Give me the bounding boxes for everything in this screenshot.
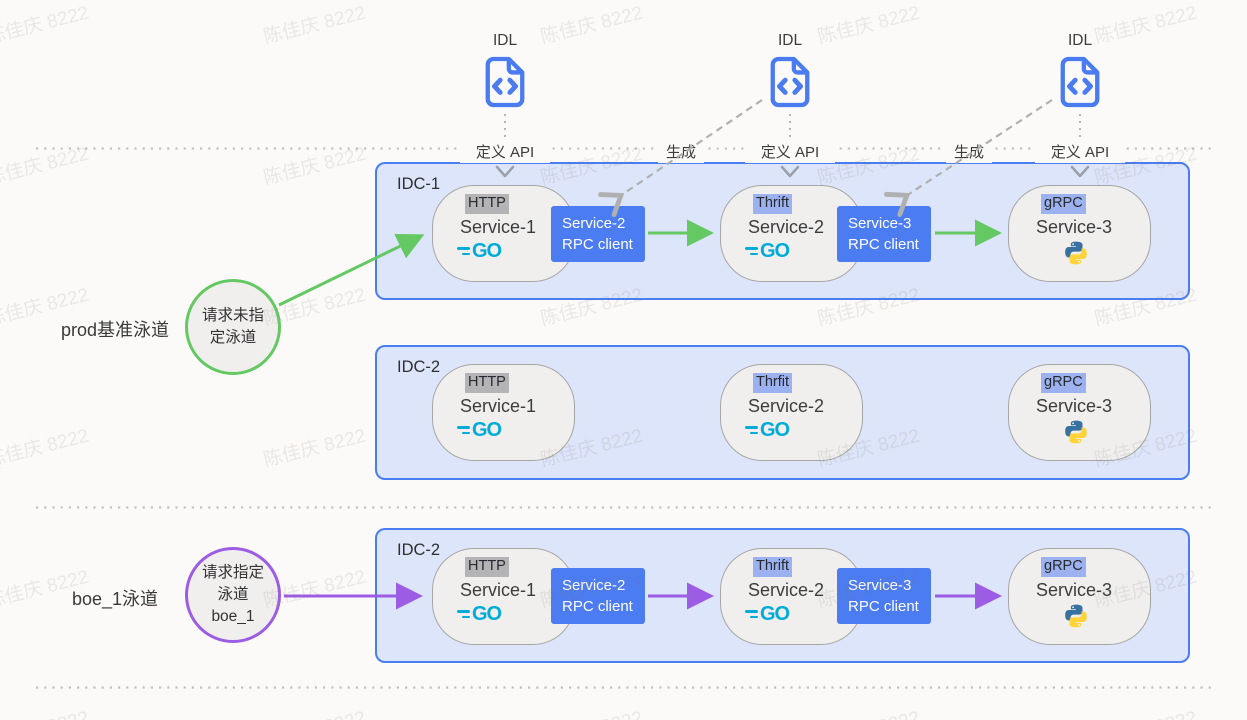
idl-file-icon <box>1060 56 1100 108</box>
service-name: Service-2 <box>748 216 825 237</box>
protocol-tag: Thrift <box>753 194 793 214</box>
rpc-client-box: Service-2 RPC client <box>551 206 645 262</box>
service-pill: gRPC Service-3 <box>1008 548 1151 645</box>
rpc-client-box: Service-3 RPC client <box>837 206 931 262</box>
idl-label-3: IDL <box>1067 32 1093 49</box>
rpc-client-line: RPC client <box>562 236 633 253</box>
rpc-client-line: RPC client <box>562 598 633 615</box>
go-logo: GO <box>457 419 502 442</box>
service-name: Service-3 <box>1036 216 1113 237</box>
service-pill: gRPC Service-3 <box>1008 185 1151 282</box>
code-icon <box>777 77 788 95</box>
go-logo: GO <box>457 603 502 626</box>
service-pill: HTTP Service-1 GO <box>432 364 575 461</box>
python-logo <box>1065 241 1087 264</box>
badge-line: 请求指定 <box>201 564 264 582</box>
service-pill: gRPC Service-3 <box>1008 364 1151 461</box>
service-name: Service-1 <box>460 579 537 600</box>
badge-line: boe_1 <box>211 607 255 625</box>
idl-label-2: IDL <box>777 32 803 49</box>
go-logo: GO <box>745 603 790 626</box>
rpc-client-line: Service-3 <box>848 577 912 594</box>
rpc-client-line: Service-3 <box>848 215 912 232</box>
code-icon <box>492 77 503 95</box>
define-api-label-2: 定义 API <box>745 140 835 163</box>
service-name: Service-3 <box>1036 395 1113 416</box>
code-icon <box>1067 77 1078 95</box>
lane-label-boe1: boe_1泳道 <box>71 589 159 609</box>
service-name: Service-1 <box>460 395 537 416</box>
rpc-client-line: RPC client <box>848 236 919 253</box>
badge-line: 泳道 <box>217 586 249 604</box>
rpc-client-line: Service-2 <box>562 215 626 232</box>
generate-label-2: 生成 <box>946 140 992 163</box>
badge-line: 请求未指 <box>201 307 264 325</box>
go-logo: GO <box>745 419 790 442</box>
lane-label-prod: prod基准泳道 <box>60 320 170 340</box>
python-logo <box>1065 604 1087 627</box>
rpc-client-box: Service-3 RPC client <box>837 568 931 624</box>
protocol-tag: HTTP <box>465 194 509 214</box>
idl-file-icon <box>770 56 810 108</box>
python-logo <box>1065 420 1087 443</box>
service-pill: Thrfit Service-2 GO <box>720 364 863 461</box>
go-logo: GO <box>745 240 790 263</box>
badge-line: 定泳道 <box>209 329 257 346</box>
protocol-tag: Thrift <box>753 557 793 577</box>
protocol-tag: HTTP <box>465 373 509 393</box>
rpc-client-box: Service-2 RPC client <box>551 568 645 624</box>
protocol-tag: gRPC <box>1041 373 1086 393</box>
protocol-tag: gRPC <box>1041 557 1086 577</box>
cluster-title: IDC-2 <box>397 541 441 559</box>
request-badge-boe1: 请求指定 泳道 boe_1 <box>185 547 281 643</box>
rpc-client-line: RPC client <box>848 598 919 615</box>
cluster-title: IDC-1 <box>397 175 441 193</box>
idl-label-1: IDL <box>492 32 518 49</box>
define-api-label-3: 定义 API <box>1035 140 1125 163</box>
service-name: Service-2 <box>748 579 825 600</box>
cluster-title: IDC-2 <box>397 358 441 376</box>
generate-label-1: 生成 <box>658 140 704 163</box>
service-name: Service-1 <box>460 216 537 237</box>
protocol-tag: gRPC <box>1041 194 1086 214</box>
go-logo: GO <box>457 240 502 263</box>
protocol-tag: Thrfit <box>753 373 793 393</box>
idl-file-icon <box>485 56 525 108</box>
define-api-label-1: 定义 API <box>460 140 550 163</box>
request-badge-no-lane: 请求未指 定泳道 <box>185 279 281 375</box>
service-name: Service-2 <box>748 395 825 416</box>
rpc-client-line: Service-2 <box>562 577 626 594</box>
protocol-tag: HTTP <box>465 557 509 577</box>
service-name: Service-3 <box>1036 579 1113 600</box>
